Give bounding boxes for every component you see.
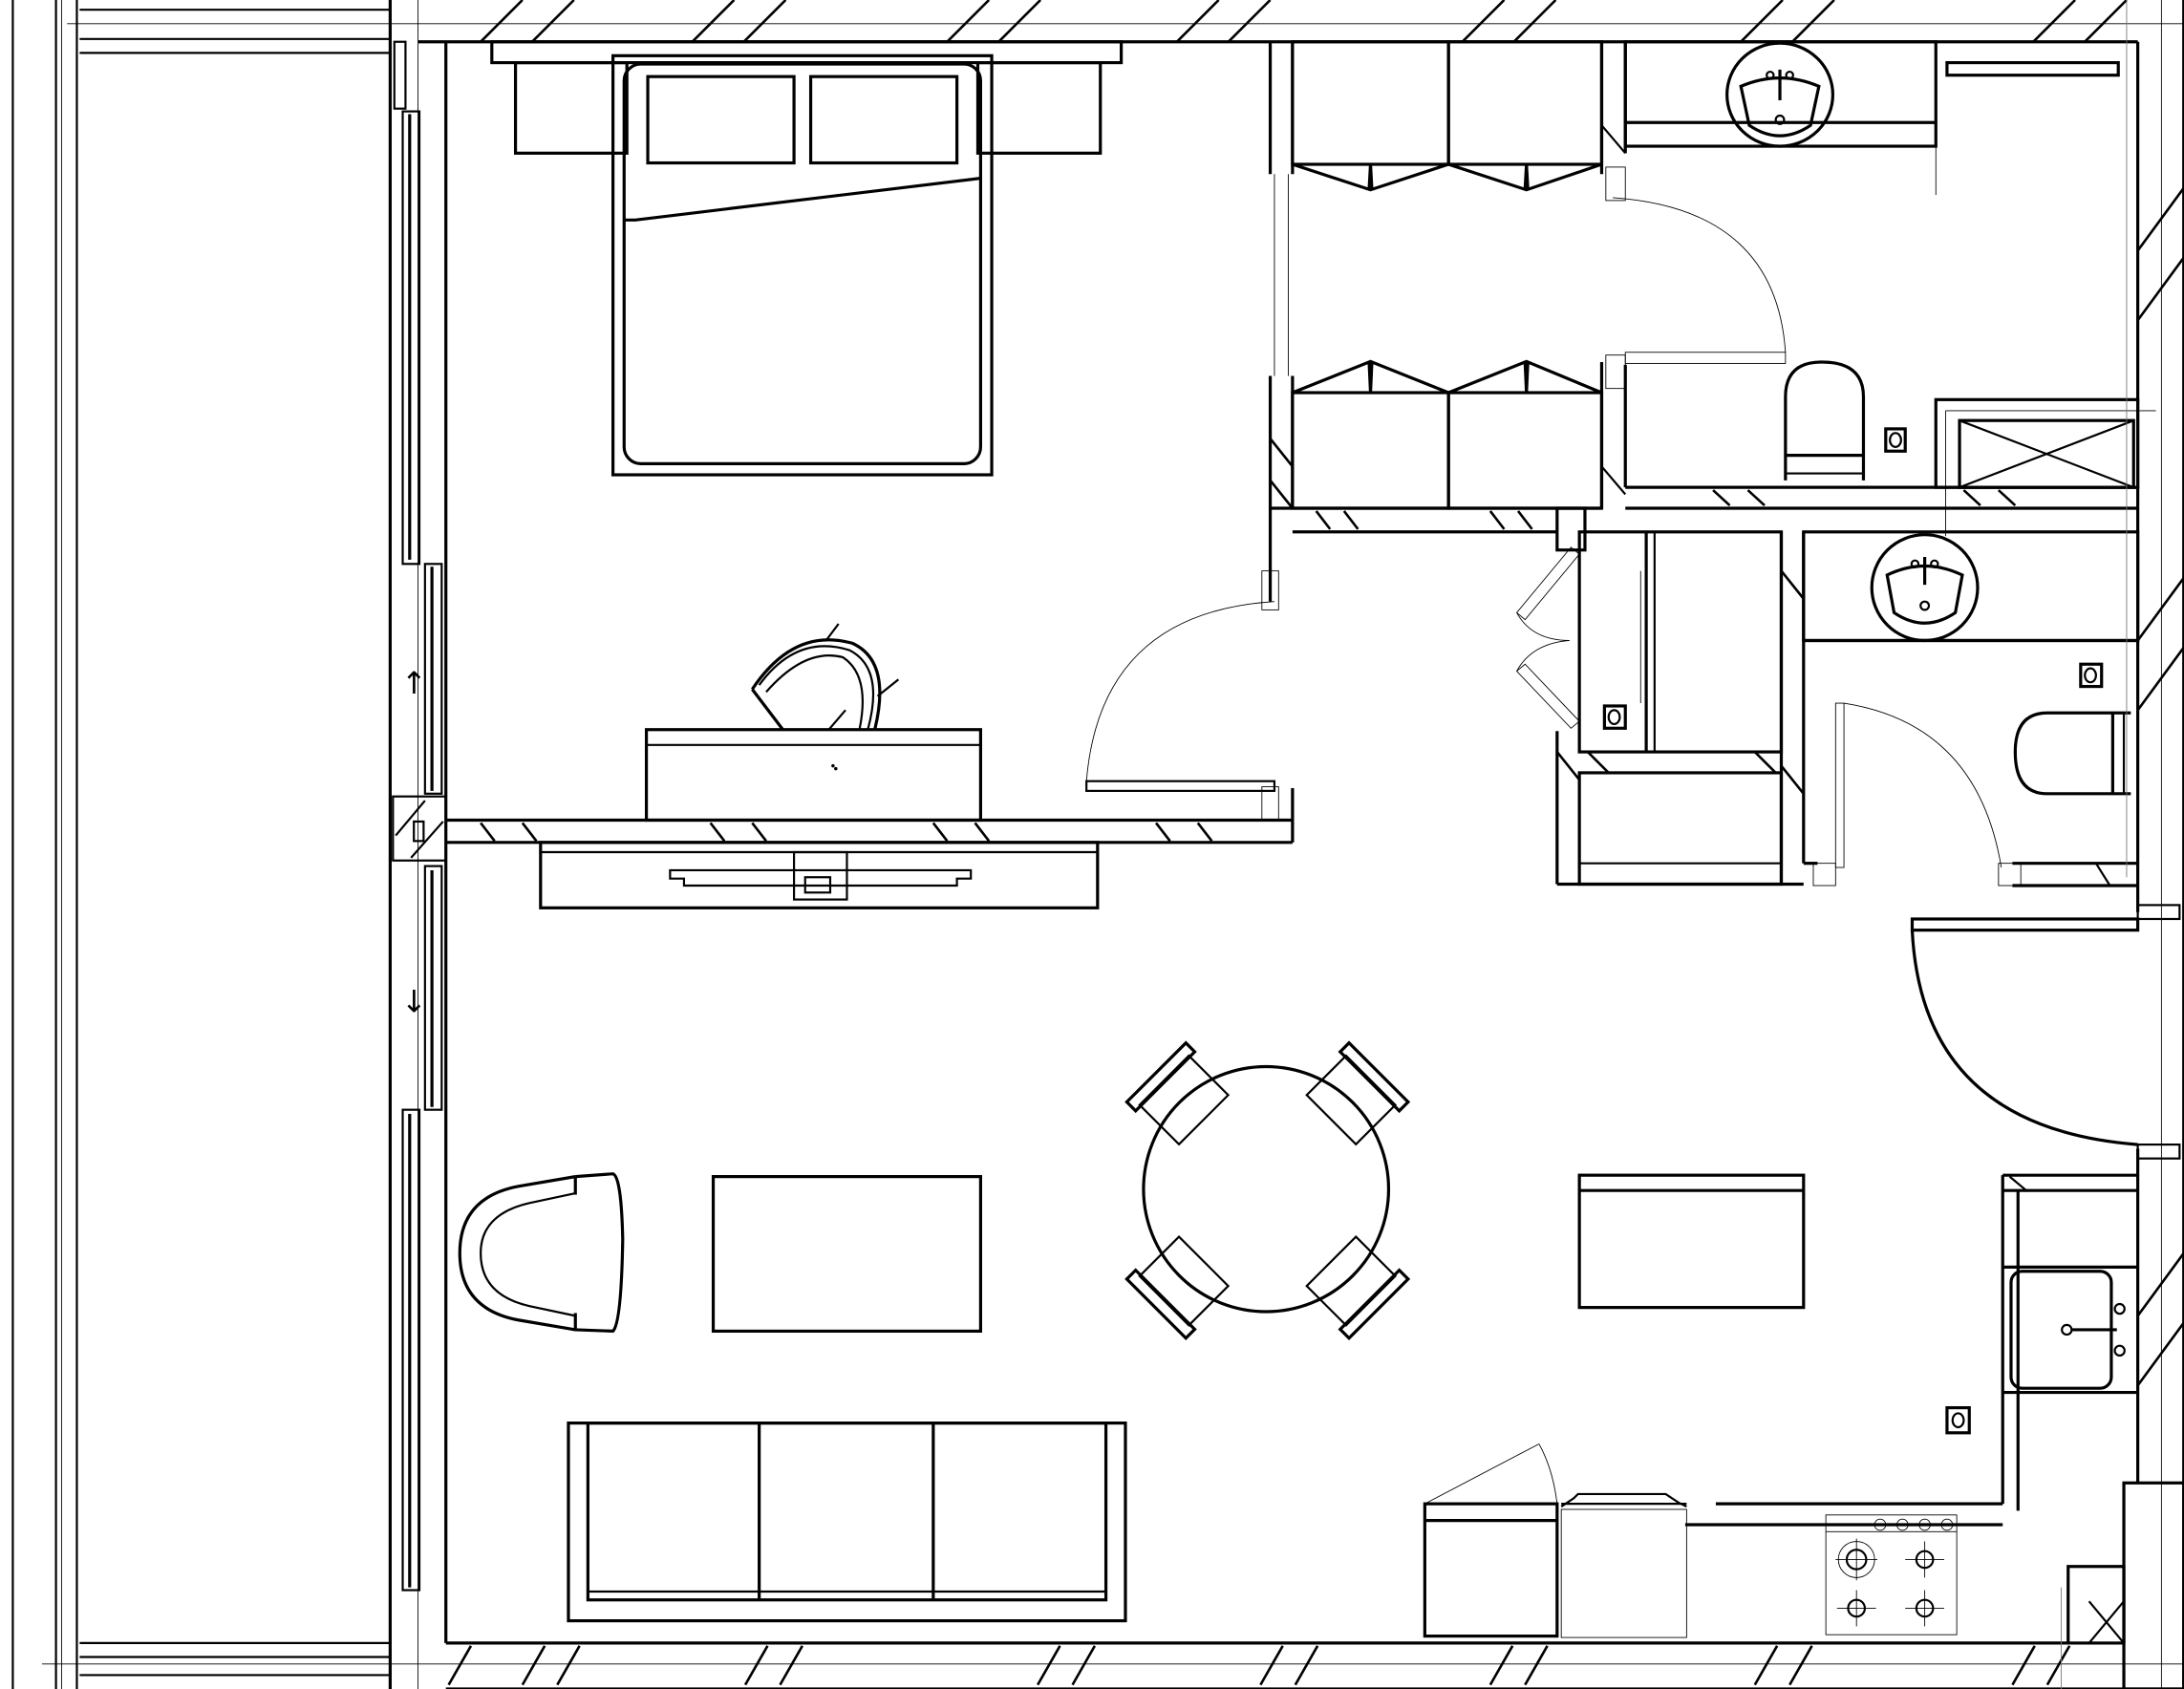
arrow-down-icon: ↓ — [401, 984, 427, 1020]
exterior-wall-top — [418, 0, 2138, 44]
burner-large — [1835, 1538, 1878, 1581]
washing-machine — [1577, 771, 1784, 887]
burner-small — [1905, 1541, 1945, 1578]
bath-partition — [1599, 41, 1627, 509]
exterior-wall-right — [2136, 0, 2184, 1689]
desk-chair — [751, 623, 900, 731]
floor-drain-wc — [2079, 662, 2104, 689]
floor-drain-kitchen — [1945, 1405, 1971, 1435]
dining-chair-nw — [1124, 1040, 1231, 1146]
closet-wall — [1268, 41, 1602, 602]
arrow-up-icon: ↑ — [401, 665, 427, 701]
pillow-left — [646, 75, 796, 165]
wc-door[interactable] — [1812, 702, 2022, 887]
coffee-table — [711, 1175, 982, 1334]
tv-unit — [539, 841, 1100, 909]
dining-chair-ne — [1305, 1040, 1411, 1146]
bedroom-door[interactable] — [1085, 570, 1279, 821]
wc-washbasin — [1870, 533, 1980, 643]
gas-hob — [1825, 1514, 1958, 1636]
dishwasher — [1423, 1443, 1559, 1638]
burner-small — [1905, 1590, 1945, 1627]
bathroom — [1623, 40, 2138, 510]
shower-tray — [1934, 397, 2156, 537]
kitchen-island — [1577, 1173, 1806, 1310]
wc — [1802, 530, 2140, 887]
dining-chair-se — [1305, 1235, 1411, 1340]
floor-drain — [1884, 427, 1907, 453]
wc-toilet — [2013, 711, 2131, 796]
bathroom-washbasin — [1725, 41, 1835, 148]
dining-table — [1142, 1064, 1391, 1314]
exterior-wall-bottom — [445, 1481, 2184, 1689]
dining-chair-sw — [1124, 1235, 1231, 1340]
towel-rail — [1945, 60, 2120, 77]
oven — [1560, 1492, 1687, 1638]
armchair — [458, 1172, 625, 1334]
kitchen-sink — [2009, 1270, 2126, 1390]
balcony — [11, 0, 2184, 1689]
sliding-window-wall: ↑ ↓ — [388, 0, 448, 1689]
wardrobe-bottom — [1291, 359, 1604, 510]
sofa — [567, 1422, 1127, 1623]
dimension-guides — [2061, 0, 2128, 1689]
kitchen-counter — [1684, 1173, 2138, 1527]
bathroom-door[interactable] — [1605, 166, 1787, 390]
pillow-right — [808, 75, 959, 165]
laundry — [1555, 530, 1806, 887]
entrance-door[interactable] — [1910, 904, 2181, 1160]
laundry-bifold-door[interactable] — [1515, 546, 1580, 729]
burner-small — [1836, 1590, 1876, 1627]
bathroom-toilet — [1784, 360, 1866, 481]
wardrobe-top — [1291, 40, 1604, 192]
double-bed — [490, 40, 1124, 477]
bedroom-wall-bottom — [445, 787, 1295, 844]
desk — [644, 728, 982, 823]
